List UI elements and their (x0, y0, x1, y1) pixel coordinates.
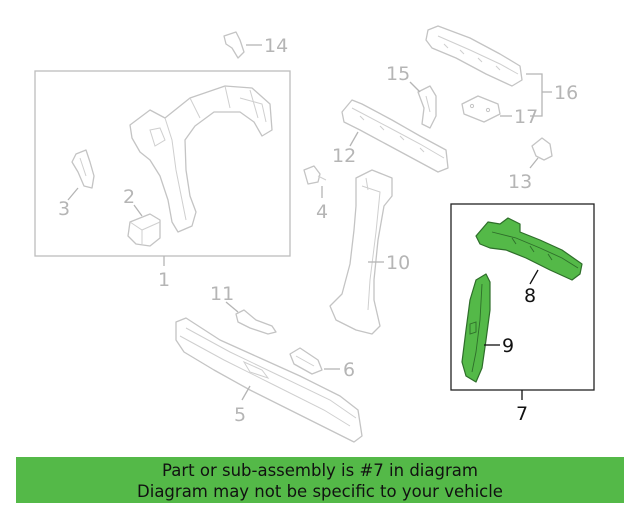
leader-12 (349, 131, 359, 147)
part-6-reinforcement[interactable] (289, 347, 323, 375)
label-5[interactable]: 5 (234, 404, 246, 426)
label-4[interactable]: 4 (316, 201, 328, 223)
banner-line-2: Diagram may not be specific to your vehi… (137, 482, 503, 501)
leader-15 (409, 81, 421, 93)
leader-8 (529, 269, 539, 285)
label-1[interactable]: 1 (158, 269, 170, 291)
part-5-rocker-panel[interactable] (175, 317, 363, 443)
label-12[interactable]: 12 (332, 145, 356, 167)
info-banner: Part or sub-assembly is #7 in diagram Di… (16, 457, 624, 503)
label-16[interactable]: 16 (554, 82, 578, 104)
part-2-bracket[interactable] (127, 213, 161, 247)
label-9[interactable]: 9 (502, 335, 514, 357)
part-15-bracket[interactable] (417, 85, 437, 129)
part-3-gusset[interactable] (71, 149, 95, 189)
leader-5 (241, 385, 251, 401)
part-1-pillar-assembly[interactable] (129, 85, 273, 233)
part-10-b-pillar[interactable] (329, 169, 393, 335)
part-9-lower-pillar[interactable] (461, 273, 491, 383)
part-17-plate[interactable] (461, 95, 501, 123)
leader-13 (529, 157, 539, 169)
label-11[interactable]: 11 (210, 283, 234, 305)
label-8[interactable]: 8 (524, 285, 536, 307)
label-3[interactable]: 3 (58, 198, 70, 220)
label-14[interactable]: 14 (264, 35, 288, 57)
label-15[interactable]: 15 (386, 63, 410, 85)
part-8-upper-reinforcement[interactable] (475, 217, 583, 281)
label-10[interactable]: 10 (386, 252, 410, 274)
part-13-clip[interactable] (531, 137, 553, 161)
label-6[interactable]: 6 (343, 359, 355, 381)
leader-11 (225, 301, 239, 313)
label-17[interactable]: 17 (514, 106, 538, 128)
label-13[interactable]: 13 (508, 171, 532, 193)
part-14-clip[interactable] (223, 31, 245, 59)
part-4-bolt[interactable] (303, 165, 327, 185)
leader-3 (67, 187, 79, 201)
group-1-box (34, 70, 291, 257)
label-2[interactable]: 2 (123, 186, 135, 208)
leader-16-bracket (526, 73, 543, 117)
part-16-rail[interactable] (425, 25, 523, 87)
label-7[interactable]: 7 (516, 403, 528, 425)
part-12-sill-plate[interactable] (341, 99, 449, 173)
leader-2 (133, 204, 143, 217)
banner-line-1: Part or sub-assembly is #7 in diagram (162, 461, 478, 480)
part-11-trim[interactable] (235, 309, 277, 335)
